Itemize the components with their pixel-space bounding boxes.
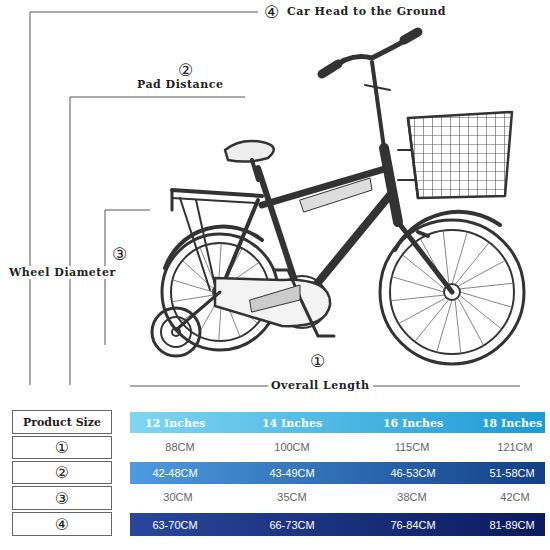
callout-number: ② bbox=[178, 60, 193, 80]
table-cell: 14 Inches bbox=[262, 416, 322, 429]
table-cell: 88CM bbox=[165, 441, 194, 453]
callout-number: ① bbox=[55, 438, 69, 457]
callout-number: ① bbox=[310, 351, 325, 371]
value-band: 42-48CM 43-49CM 46-53CM 51-58CM bbox=[130, 462, 545, 484]
row-key-box: ③ bbox=[12, 486, 112, 510]
callout-number: ④ bbox=[264, 2, 279, 22]
table-cell: 121CM bbox=[497, 441, 532, 453]
size-header-band: 12 Inches 14 Inches 16 Inches 18 Inches bbox=[130, 412, 545, 433]
table-cell: 16 Inches bbox=[383, 416, 443, 429]
table-cell: 51-58CM bbox=[489, 467, 534, 479]
table-cell: 66-73CM bbox=[269, 519, 314, 531]
callout-number: ③ bbox=[55, 489, 69, 508]
table-cell: 38CM bbox=[397, 491, 426, 503]
row-key-box: ④ bbox=[12, 512, 112, 536]
table-heading: Product Size bbox=[23, 416, 101, 429]
row-key-box: ② bbox=[12, 461, 112, 484]
table-cell: 42-48CM bbox=[152, 467, 197, 479]
callout-number: ③ bbox=[112, 244, 127, 264]
table-cell: 81-89CM bbox=[489, 519, 534, 531]
dimension-label: Wheel Diameter bbox=[6, 266, 119, 279]
table-cell: 63-70CM bbox=[152, 519, 197, 531]
row-key-box: ① bbox=[12, 436, 112, 459]
table-cell: 46-53CM bbox=[390, 467, 435, 479]
value-band: 63-70CM 66-73CM 76-84CM 81-89CM bbox=[130, 513, 545, 536]
table-cell: 12 Inches bbox=[145, 416, 205, 429]
table-cell: 30CM bbox=[163, 491, 192, 503]
table-cell: 76-84CM bbox=[390, 519, 435, 531]
table-cell: 43-49CM bbox=[269, 467, 314, 479]
callout-number: ② bbox=[55, 463, 69, 482]
table-cell: 100CM bbox=[274, 441, 309, 453]
dimension-label: Pad Distance bbox=[134, 78, 226, 91]
row-band-fill bbox=[130, 462, 545, 484]
dimension-label: Car Head to the Ground bbox=[284, 5, 449, 18]
callout-number: ④ bbox=[55, 515, 69, 534]
size-header-box: Product Size bbox=[12, 410, 112, 434]
row-band-fill bbox=[130, 513, 545, 536]
dimension-label: Overall Length bbox=[268, 379, 373, 392]
dimension-lines bbox=[30, 12, 520, 386]
table-cell: 42CM bbox=[500, 491, 529, 503]
table-cell: 115CM bbox=[395, 441, 430, 453]
header-band-fill bbox=[130, 412, 545, 433]
table-cell: 35CM bbox=[277, 491, 306, 503]
table-cell: 18 Inches bbox=[482, 416, 542, 429]
